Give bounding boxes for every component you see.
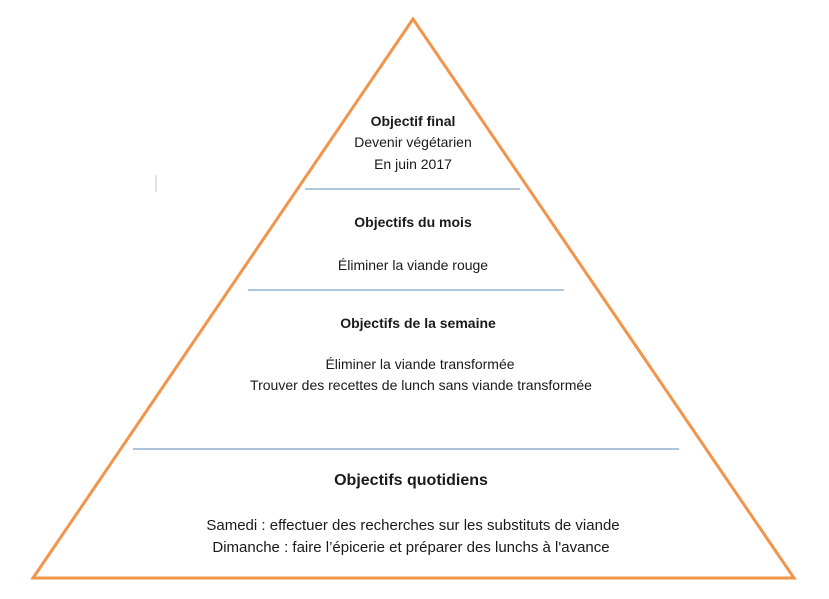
level-week-line-2: Trouver des recettes de lunch sans viand… <box>250 377 592 393</box>
level-month-title: Objectifs du mois <box>354 214 472 230</box>
level-week-title: Objectifs de la semaine <box>340 315 496 331</box>
level-month-line-1: Éliminer la viande rouge <box>337 257 489 273</box>
level-final-line-2: En juin 2017 <box>374 156 452 172</box>
pyramid-outline <box>30 16 797 580</box>
level-week-line-1: Éliminer la viande transformée <box>325 356 515 372</box>
level-daily-line-2: Dimanche : faire l’épicerie et préparer … <box>212 539 610 556</box>
level-final-line-1: Devenir végétarien <box>354 134 472 150</box>
level-final-title: Objectif final <box>370 113 456 129</box>
level-daily-title: Objectifs quotidiens <box>334 472 488 489</box>
level-daily-line-1: Samedi : effectuer des recherches sur le… <box>206 517 620 534</box>
